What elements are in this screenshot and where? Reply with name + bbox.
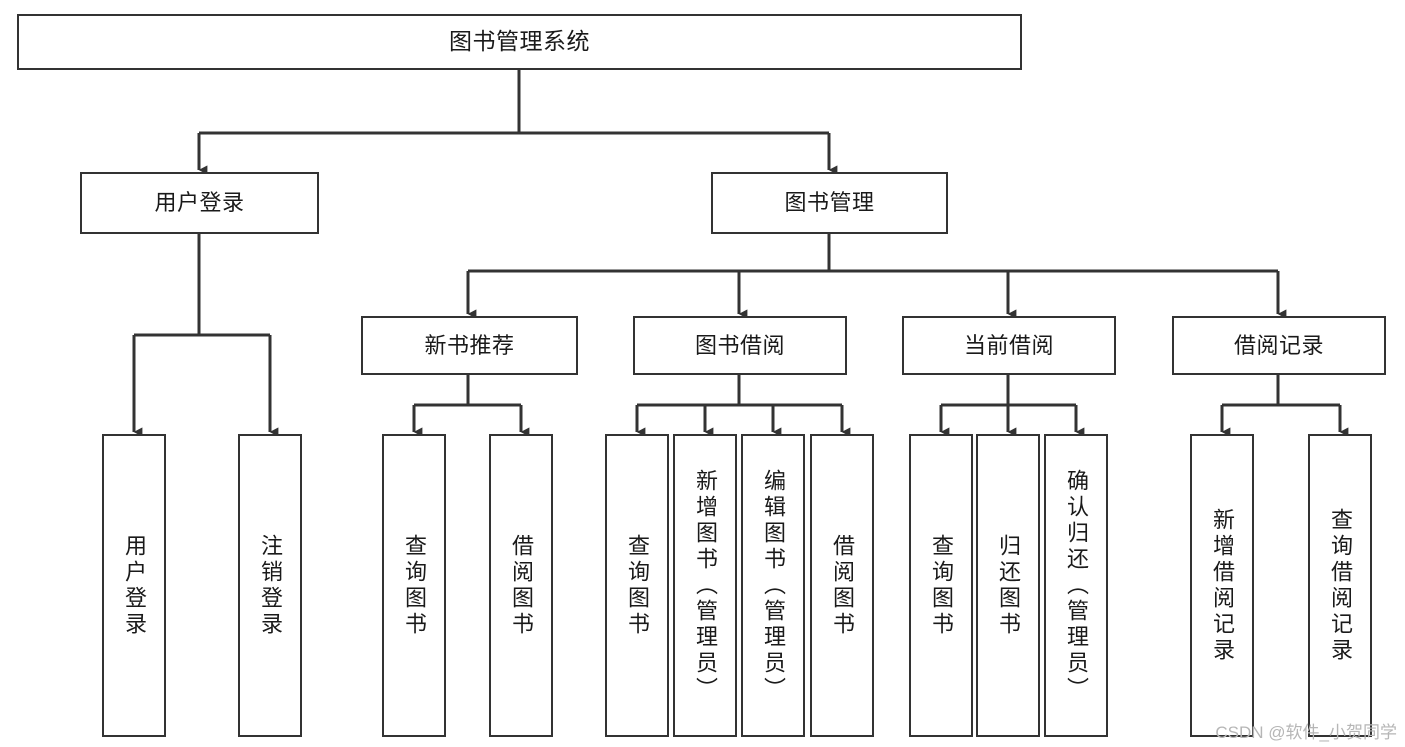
node-label: 查询图书 [402,533,427,638]
leaf-book-borrow-add[interactable]: 新增图书（管理员） [673,434,737,737]
node-label: 编辑图书（管理员） [761,468,786,703]
node-user-login[interactable]: 用户登录 [80,172,319,234]
leaf-borrow-record-query[interactable]: 查询借阅记录 [1308,434,1372,737]
leaf-user-login-login[interactable]: 用户登录 [102,434,166,737]
leaf-new-book-borrow[interactable]: 借阅图书 [489,434,553,737]
leaf-book-borrow-query[interactable]: 查询图书 [605,434,669,737]
leaf-user-login-logout[interactable]: 注销登录 [238,434,302,737]
watermark-credit: CSDN @软件_小贺同学 [1215,723,1397,742]
node-label: 借阅图书 [509,533,534,638]
leaf-book-borrow-edit[interactable]: 编辑图书（管理员） [741,434,805,737]
node-label: 图书管理系统 [449,28,590,55]
node-label: 新书推荐 [424,332,515,358]
node-label: 用户登录 [154,190,245,216]
node-borrow-record[interactable]: 借阅记录 [1172,316,1386,375]
node-label: 图书管理 [784,190,875,216]
node-label: 图书借阅 [694,332,785,358]
leaf-current-borrow-confirm-return[interactable]: 确认归还（管理员） [1044,434,1108,737]
node-label: 查询借阅记录 [1328,507,1353,664]
node-label: 新增借阅记录 [1210,507,1235,664]
node-label: 查询图书 [625,533,650,638]
node-current-borrow[interactable]: 当前借阅 [902,316,1116,375]
leaf-new-book-query[interactable]: 查询图书 [382,434,446,737]
leaf-book-borrow-borrow[interactable]: 借阅图书 [810,434,874,737]
leaf-borrow-record-add[interactable]: 新增借阅记录 [1190,434,1254,737]
node-new-book-recommend[interactable]: 新书推荐 [361,316,578,375]
leaf-current-borrow-query[interactable]: 查询图书 [909,434,973,737]
node-label: 归还图书 [996,533,1021,638]
node-root-book-management-system[interactable]: 图书管理系统 [17,14,1022,70]
node-label: 当前借阅 [963,332,1054,358]
node-label: 注销登录 [258,533,283,638]
node-label: 新增图书（管理员） [693,468,718,703]
leaf-current-borrow-return[interactable]: 归还图书 [976,434,1040,737]
node-book-borrow[interactable]: 图书借阅 [633,316,847,375]
node-label: 查询图书 [929,533,954,638]
node-label: 用户登录 [122,533,147,638]
node-label: 借阅图书 [830,533,855,638]
node-label: 确认归还（管理员） [1064,468,1089,703]
node-book-management[interactable]: 图书管理 [711,172,948,234]
node-label: 借阅记录 [1233,332,1324,358]
